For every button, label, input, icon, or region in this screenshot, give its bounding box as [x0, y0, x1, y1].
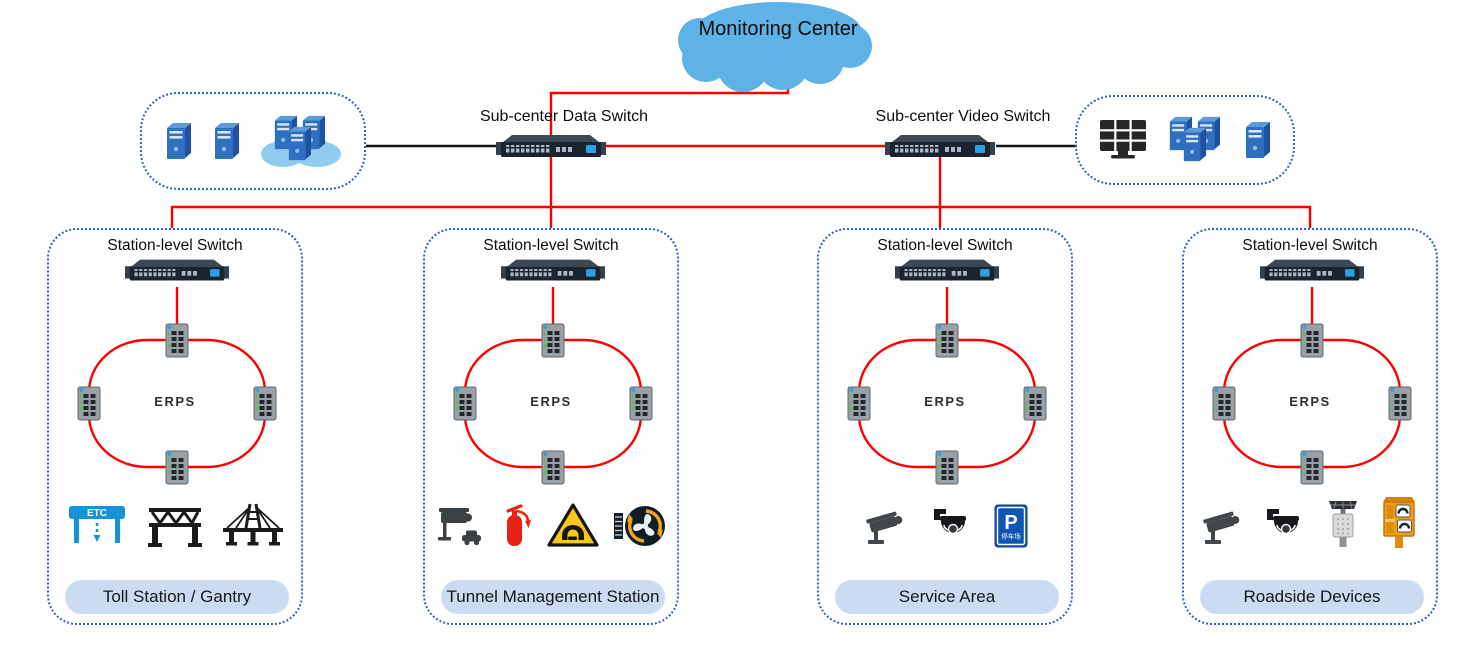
device-row: SOS [1184, 496, 1436, 548]
ring-switch-right-icon [253, 385, 277, 421]
erps-ring [425, 230, 681, 627]
station-name-pill: Toll Station / Gantry [65, 580, 289, 614]
server-cluster-icon [1166, 115, 1224, 165]
ring-switch-bottom-icon [165, 449, 189, 485]
ring-switch-top-icon [541, 322, 565, 358]
ring-switch-left-icon [1212, 385, 1236, 421]
server-icon [211, 121, 241, 161]
station-switch-label: Station-level Switch [483, 237, 619, 254]
ring-switch-right-icon [629, 385, 653, 421]
station-box-tunnel: Station-level Switch ERPS Tunnel Managem… [423, 228, 679, 625]
sub-center-data-switch-icon [493, 132, 609, 162]
device-row [425, 496, 677, 548]
erps-ring [49, 230, 305, 627]
erps-ring [1184, 230, 1440, 627]
parking-sign-icon: P 停车场 [994, 504, 1028, 548]
station-name-pill: Tunnel Management Station [441, 580, 665, 614]
station-box-roadside: Station-level Switch ERPS SOS Roadside D… [1182, 228, 1438, 625]
subcenter-server-group [140, 92, 366, 190]
monitoring-center-label: Monitoring Center [698, 18, 858, 40]
ring-switch-top-icon [165, 322, 189, 358]
station-box-service-area: Station-level Switch ERPS P 停车场 Service … [817, 228, 1073, 625]
station-switch-label: Station-level Switch [877, 237, 1013, 254]
ring-switch-top-icon [935, 322, 959, 358]
station-level-switch-icon [501, 256, 605, 286]
svg-text:P: P [1004, 512, 1017, 534]
dome-camera-icon [930, 506, 976, 548]
device-row: P 停车场 [819, 496, 1071, 548]
ring-switch-top-icon [1300, 322, 1324, 358]
sos-phone-icon: SOS [1383, 497, 1415, 548]
etc-gantry-icon: ETC [69, 506, 125, 543]
erps-ring [819, 230, 1075, 627]
server-icon [1242, 120, 1272, 160]
device-row: ETC [49, 496, 301, 548]
ring-switch-right-icon [1023, 385, 1047, 421]
station-switch-label: Station-level Switch [1242, 237, 1378, 254]
erps-label: ERPS [530, 394, 572, 409]
video-wall-icon [1098, 118, 1148, 162]
station-level-switch-icon [895, 256, 999, 286]
svg-text:SOS: SOS [1385, 518, 1395, 523]
server-icon [163, 121, 193, 161]
erps-label: ERPS [924, 394, 966, 409]
monitoring-center-cloud: Monitoring Center [668, 0, 888, 95]
video-switch-label: Sub-center Video Switch [875, 108, 1051, 125]
fire-extinguisher-icon [499, 502, 533, 548]
ring-switch-right-icon [1388, 385, 1412, 421]
bridge-icon [221, 502, 285, 548]
dome-camera-icon [1263, 506, 1309, 548]
station-name-pill: Service Area [835, 580, 1059, 614]
gantry-frame-icon [147, 502, 203, 548]
cctv-camera-icon [1199, 506, 1249, 548]
station-box-toll: Station-level Switch ERPS ETC Toll Stati… [47, 228, 303, 625]
station-level-switch-icon [125, 256, 229, 286]
ring-switch-left-icon [453, 385, 477, 421]
tunnel-warning-icon [547, 502, 599, 548]
cloud-servers-icon [259, 112, 343, 170]
svg-text:ETC: ETC [87, 508, 107, 519]
cloud-icon [678, 2, 872, 92]
traffic-camera-icon [435, 504, 485, 548]
station-level-switch-icon [1260, 256, 1364, 286]
station-name-pill: Roadside Devices [1200, 580, 1424, 614]
ring-switch-bottom-icon [1300, 449, 1324, 485]
ring-switch-left-icon [847, 385, 871, 421]
sub-center-video-switch-icon [882, 132, 998, 162]
solar-beacon-icon [1323, 498, 1363, 548]
station-switch-label: Station-level Switch [107, 237, 243, 254]
erps-label: ERPS [154, 394, 196, 409]
ring-switch-bottom-icon [541, 449, 565, 485]
ring-switch-left-icon [77, 385, 101, 421]
ventilation-fan-icon [613, 504, 667, 548]
cctv-camera-icon [862, 506, 912, 548]
erps-label: ERPS [1289, 394, 1331, 409]
subcenter-video-group [1075, 95, 1295, 185]
ring-switch-bottom-icon [935, 449, 959, 485]
svg-text:停车场: 停车场 [1001, 532, 1021, 541]
data-switch-label: Sub-center Data Switch [479, 108, 649, 125]
